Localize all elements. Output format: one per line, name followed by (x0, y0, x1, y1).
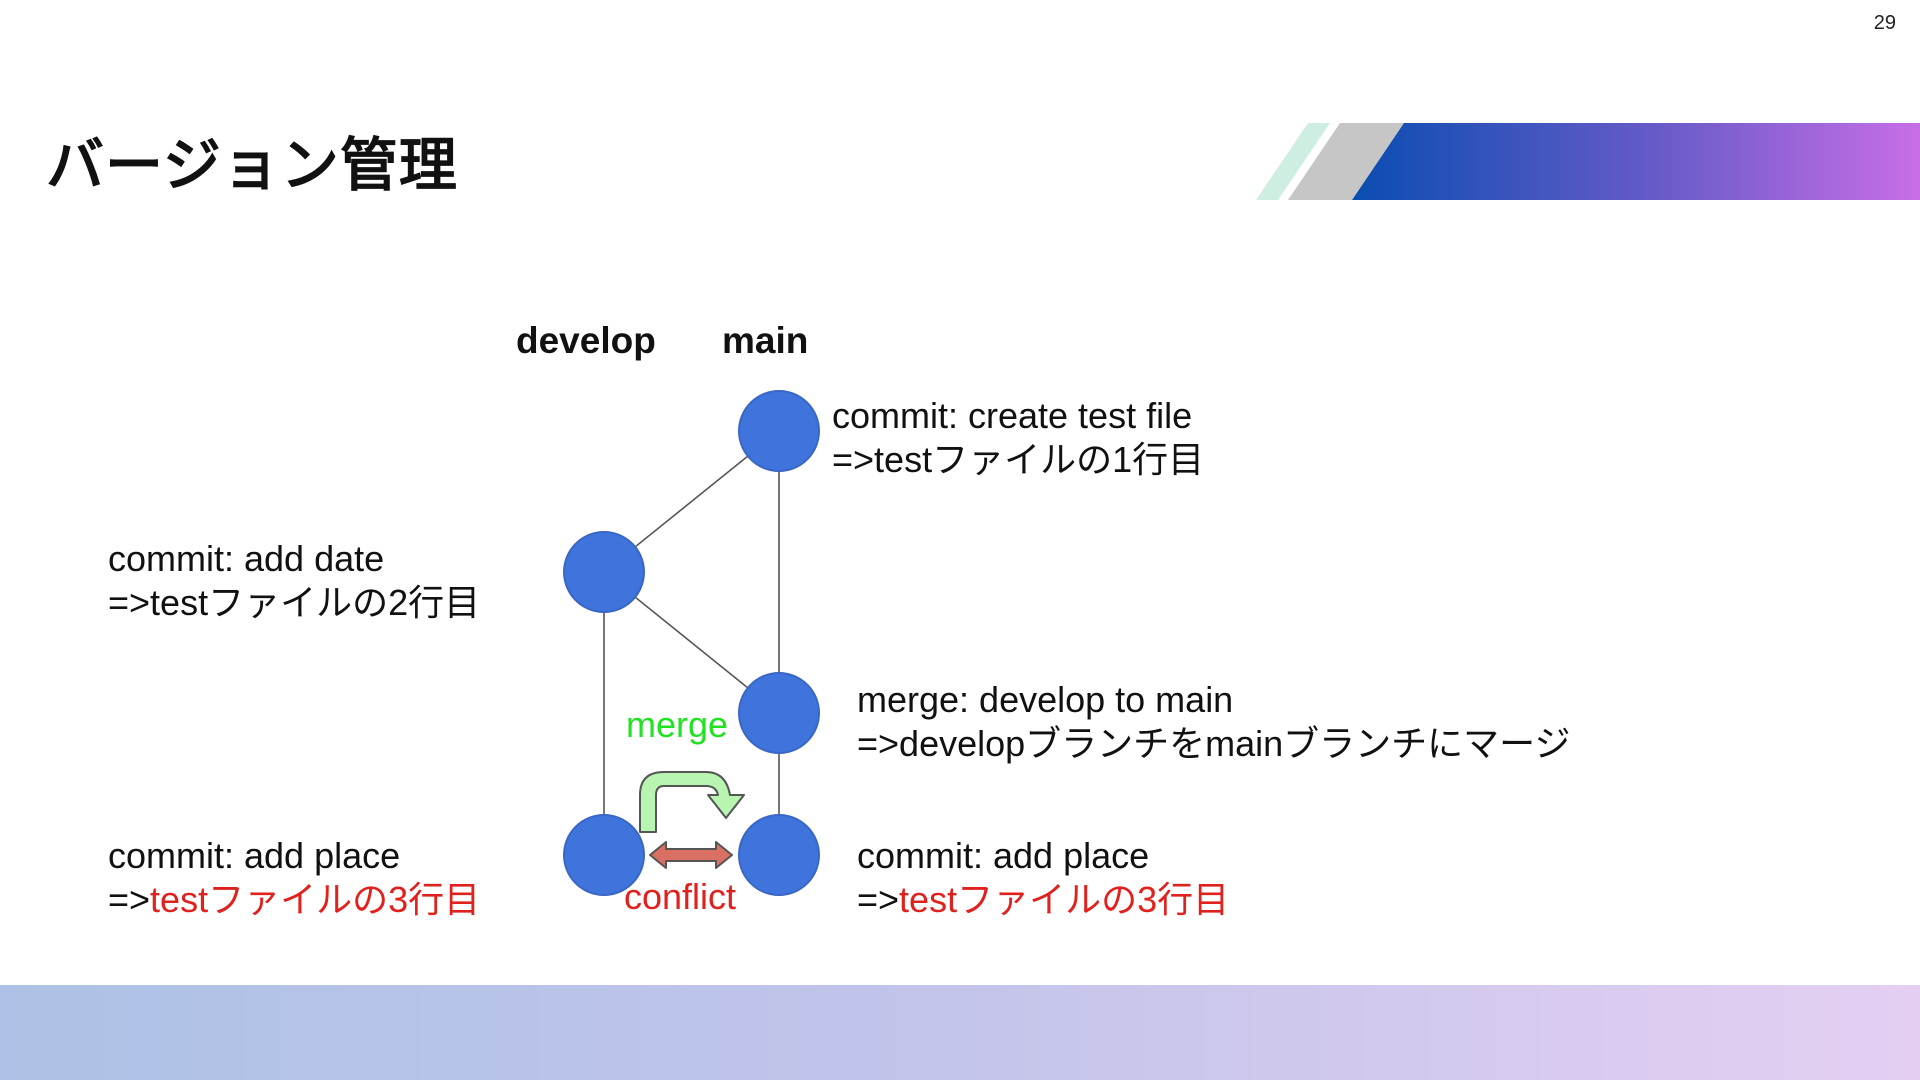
page-number: 29 (1873, 12, 1896, 34)
commit-text-merge: merge: develop to main =>developブランチをmai… (857, 678, 1570, 766)
merge-label: merge (626, 704, 729, 745)
commit-text-add-date: commit: add date =>testファイルの2行目 (108, 537, 480, 625)
commit-message: merge: develop to main (857, 679, 1234, 720)
commit-message: commit: add place (857, 835, 1150, 876)
commit-node-create (738, 390, 820, 472)
commit-detail: =>testファイルの3行目 (857, 878, 1229, 922)
detail-prefix: => (108, 879, 151, 920)
commit-message: commit: create test file (832, 395, 1193, 436)
banner-stripe-mint (1256, 123, 1330, 200)
commit-text-develop-place: commit: add place =>testファイルの3行目 (108, 834, 480, 922)
commit-text-main-place: commit: add place =>testファイルの3行目 (857, 834, 1229, 922)
commit-message: commit: add date (108, 538, 385, 579)
detail-prefix: => (857, 879, 900, 920)
branch-label-main: main (722, 320, 809, 361)
banner-gradient-bar (1352, 123, 1920, 200)
conflict-arrow-icon (649, 841, 733, 869)
commit-node-main-place (738, 814, 820, 896)
commit-node-add-date (563, 531, 645, 613)
banner-stripe-gray (1288, 123, 1404, 200)
commit-message: commit: add place (108, 835, 401, 876)
commit-detail: =>testファイルの3行目 (108, 878, 480, 922)
branch-label-develop: develop (516, 320, 656, 361)
merge-arrow-icon (639, 771, 745, 833)
commit-detail: =>testファイルの2行目 (108, 582, 481, 623)
detail-highlight: testファイルの3行目 (150, 879, 481, 920)
header-banner (1256, 123, 1920, 200)
slide-title: バージョン管理 (46, 133, 458, 198)
conflict-label: conflict (624, 876, 737, 917)
commit-node-develop-place (563, 814, 645, 896)
commit-detail: =>developブランチをmainブランチにマージ (857, 723, 1571, 764)
detail-highlight: testファイルの3行目 (899, 879, 1230, 920)
commit-text-create: commit: create test file =>testファイルの1行目 (832, 394, 1204, 482)
commit-node-merge (738, 672, 820, 754)
commit-detail: =>testファイルの1行目 (832, 439, 1205, 480)
footer-gradient-band (0, 985, 1920, 1080)
